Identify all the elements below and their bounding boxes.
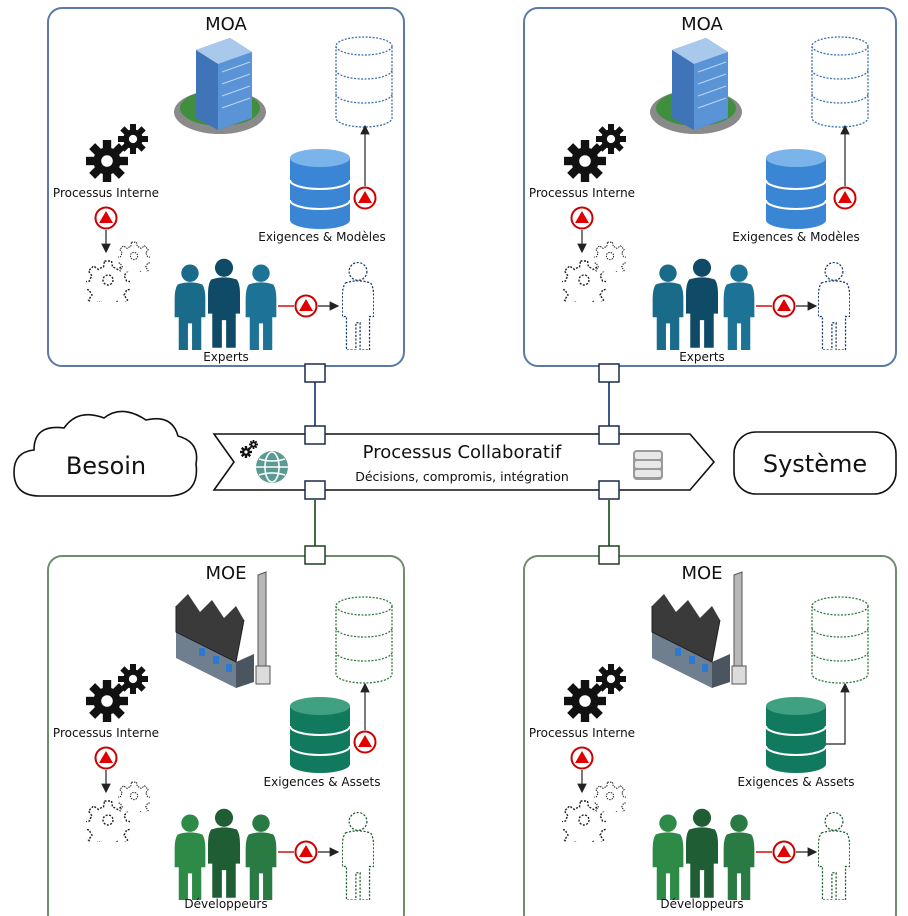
warning-triangle-icon xyxy=(294,294,318,318)
panel-moa-right: MOA Exigences & Modèles xyxy=(523,7,897,367)
repo-label: Exigences & Modèles xyxy=(732,230,860,244)
globe-icon xyxy=(256,451,288,483)
process-label: Processus Interne xyxy=(53,726,159,740)
need-label: Besoin xyxy=(66,452,146,480)
moa-connectors xyxy=(304,363,620,428)
cloud-icon xyxy=(13,410,198,497)
warning-triangle-icon xyxy=(94,206,118,230)
panel-title: MOE xyxy=(205,563,246,584)
database-icon xyxy=(289,149,351,229)
moe-connectors xyxy=(314,499,610,546)
database-outline-icon xyxy=(811,36,869,128)
warning-triangle-icon xyxy=(294,840,318,864)
center-subtitle: Décisions, compromis, intégration xyxy=(355,469,569,484)
panel-moe-right: MOE Exigences & Assets xyxy=(523,545,897,916)
panel-title: MOA xyxy=(681,14,723,35)
panel-moe-left: MOE Exigences & Assets xyxy=(47,545,405,916)
warning-triangle-icon xyxy=(772,840,796,864)
panel-title: MOE xyxy=(681,563,722,584)
team-label: Experts xyxy=(203,350,249,364)
factory-icon xyxy=(651,571,747,688)
warning-triangle-icon xyxy=(833,186,857,210)
process-label: Processus Interne xyxy=(529,726,635,740)
repo-label: Exigences & Assets xyxy=(738,775,855,789)
database-outline-icon xyxy=(335,36,393,128)
panel-moa-left: MOA Exigences & xyxy=(47,7,405,367)
warning-triangle-icon xyxy=(353,730,377,754)
system-label: Système xyxy=(763,450,867,478)
need-cloud: Besoin xyxy=(13,410,198,497)
collaborative-process-band: Processus Collaboratif Décisions, compro… xyxy=(212,425,716,500)
process-label: Processus Interne xyxy=(529,186,635,200)
warning-triangle-icon xyxy=(772,294,796,318)
warning-triangle-icon xyxy=(570,746,594,770)
database-icon xyxy=(765,149,827,229)
warning-triangle-icon xyxy=(94,746,118,770)
center-title: Processus Collaboratif xyxy=(363,442,562,463)
warning-triangle-icon xyxy=(570,206,594,230)
team-label: Développeurs xyxy=(660,897,743,911)
team-label: Experts xyxy=(679,350,725,364)
panel-title: MOA xyxy=(205,14,247,35)
database-outline-icon xyxy=(335,596,393,684)
server-icon xyxy=(633,450,663,480)
warning-triangle-icon xyxy=(353,186,377,210)
database-icon xyxy=(289,697,351,773)
database-icon xyxy=(765,697,827,773)
process-label: Processus Interne xyxy=(53,186,159,200)
repo-label: Exigences & Modèles xyxy=(258,230,386,244)
team-label: Développeurs xyxy=(184,897,267,911)
factory-icon xyxy=(175,571,271,688)
database-outline-icon xyxy=(811,596,869,684)
building-icon xyxy=(174,38,266,134)
system-box: Système xyxy=(733,431,897,495)
repo-label: Exigences & Assets xyxy=(264,775,381,789)
building-icon xyxy=(650,38,742,134)
